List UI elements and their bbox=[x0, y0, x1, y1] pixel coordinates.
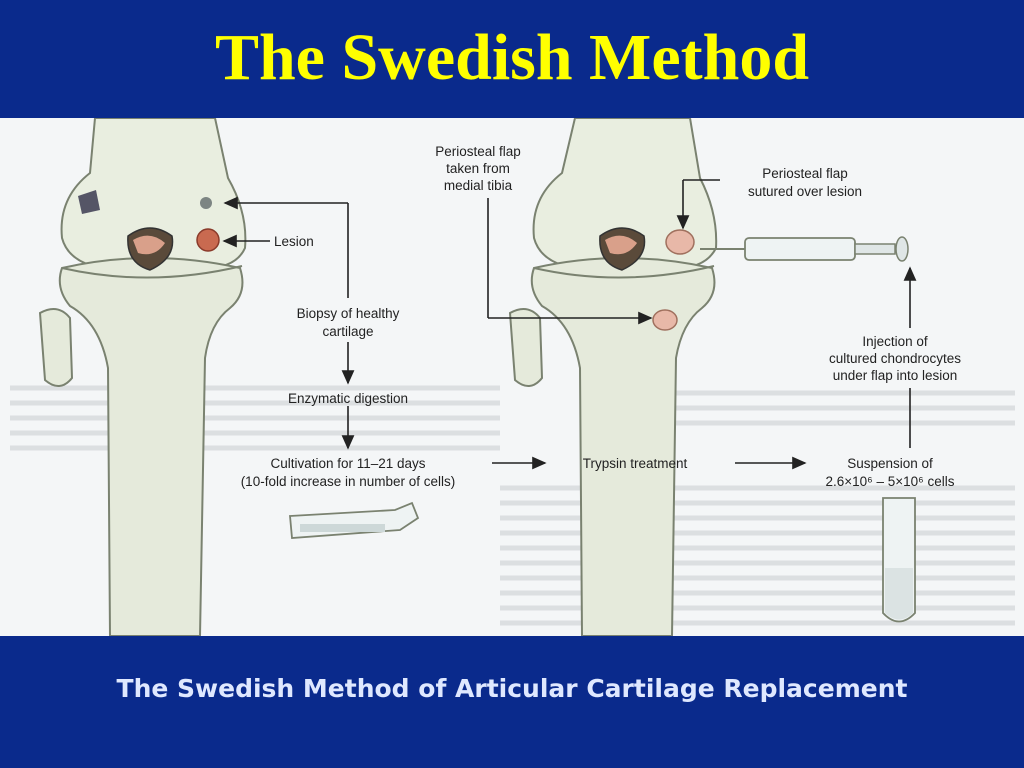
label-enzymatic-digestion: Enzymatic digestion bbox=[288, 391, 408, 406]
label-suspension-line1: Suspension of bbox=[847, 456, 933, 471]
knee-illustration-right bbox=[508, 118, 718, 636]
test-tube-illustration bbox=[882, 497, 916, 623]
label-injection-line1: Injection of bbox=[862, 334, 928, 349]
label-trypsin-treatment: Trypsin treatment bbox=[583, 456, 688, 471]
slide-caption: The Swedish Method of Articular Cartilag… bbox=[116, 674, 908, 703]
label-flap-taken-line1: Periosteal flap bbox=[435, 144, 521, 159]
knee-illustration-left bbox=[38, 118, 247, 636]
label-biopsy-line1: Biopsy of healthy bbox=[297, 306, 400, 321]
culture-flask-illustration bbox=[289, 501, 420, 539]
label-suspension-line2: 2.6×10⁶ – 5×10⁶ cells bbox=[826, 474, 955, 489]
label-biopsy-line2: cartilage bbox=[322, 324, 373, 339]
procedure-diagram-svg: Lesion Biopsy of healthy cartilage Enzym… bbox=[10, 118, 1015, 636]
label-flap-sutured-line2: sutured over lesion bbox=[748, 184, 862, 199]
syringe-illustration bbox=[700, 236, 909, 262]
label-flap-sutured-line1: Periosteal flap bbox=[762, 166, 848, 181]
diagram-labels: Lesion Biopsy of healthy cartilage Enzym… bbox=[241, 144, 962, 489]
label-flap-taken-line3: medial tibia bbox=[444, 178, 513, 193]
process-arrows bbox=[222, 179, 917, 470]
label-injection-line3: under flap into lesion bbox=[833, 368, 958, 383]
procedure-diagram: Lesion Biopsy of healthy cartilage Enzym… bbox=[0, 118, 1024, 636]
slide-title: The Swedish Method bbox=[214, 21, 810, 94]
label-flap-taken-line2: taken from bbox=[446, 161, 510, 176]
label-injection-line2: cultured chondrocytes bbox=[829, 351, 961, 366]
label-cultivation-line1: Cultivation for 11–21 days bbox=[270, 456, 425, 471]
label-cultivation-line2: (10-fold increase in number of cells) bbox=[241, 474, 456, 489]
label-lesion: Lesion bbox=[274, 234, 314, 249]
